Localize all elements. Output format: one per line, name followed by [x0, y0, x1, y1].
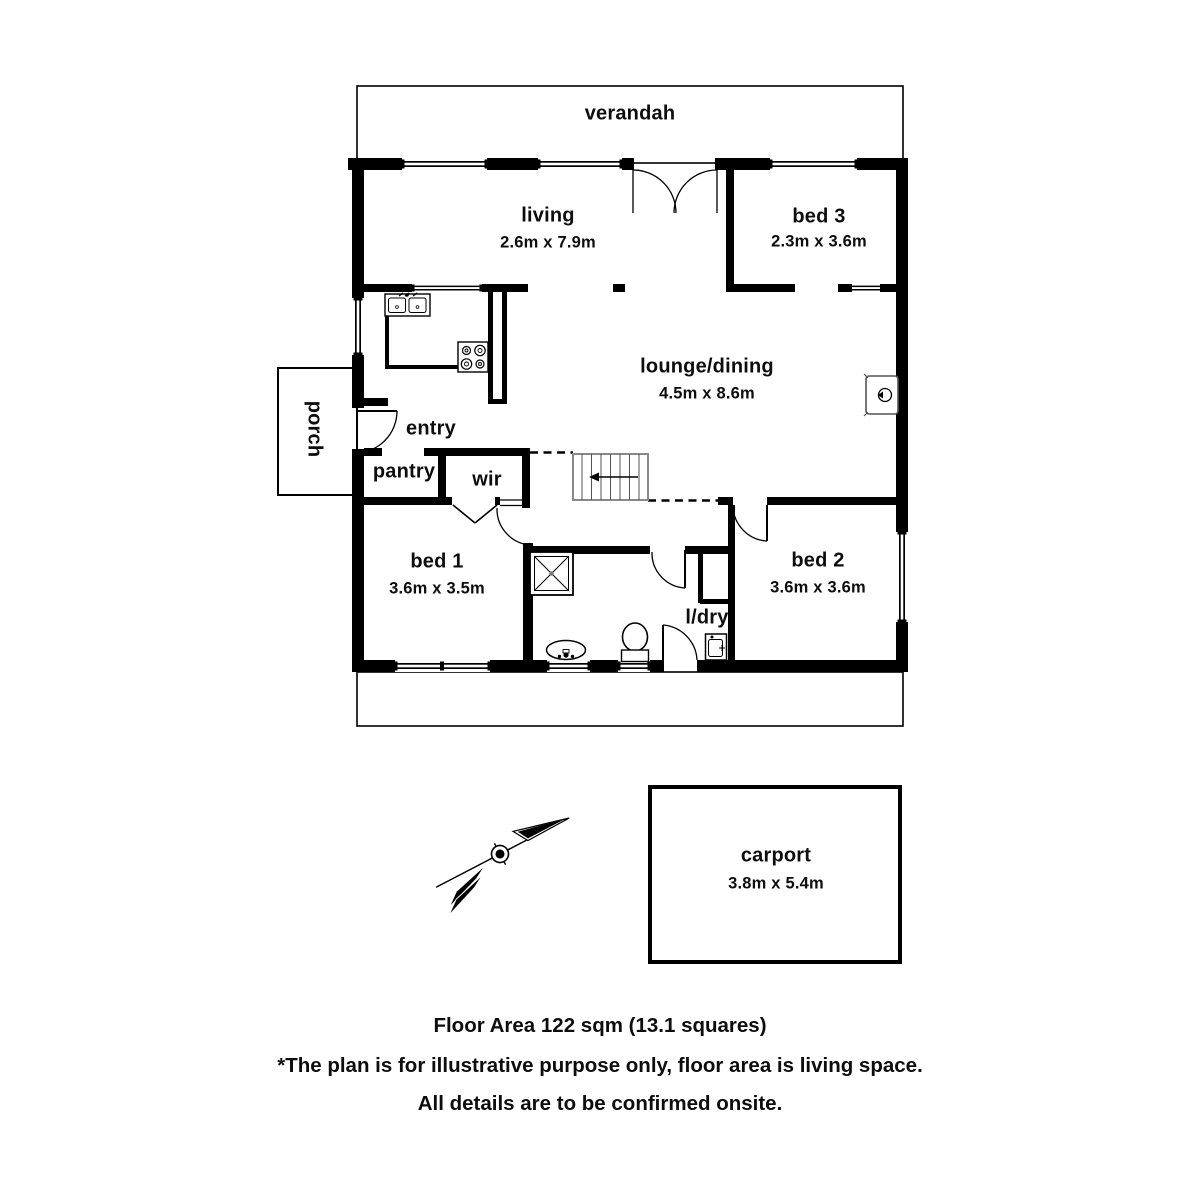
- porch-outline: [277, 367, 358, 496]
- window: [538, 158, 622, 170]
- window: [770, 158, 857, 170]
- shower-icon: [529, 551, 574, 596]
- room-label-bed2: bed 2: [791, 549, 845, 572]
- window: [896, 532, 908, 622]
- wood-heater-icon: [863, 373, 899, 417]
- floor-area-text: Floor Area 122 sqm (13.1 squares): [433, 1014, 767, 1037]
- room-dims-lounge-dining: 4.5m x 8.6m: [659, 384, 755, 403]
- room-label-porch: porch: [303, 400, 326, 458]
- room-label-wir: wir: [472, 468, 502, 491]
- rear-deck-outline: [356, 671, 904, 727]
- window: [352, 298, 364, 355]
- room-label-pantry: pantry: [372, 460, 436, 483]
- walls: [348, 158, 908, 672]
- doors: [354, 169, 768, 662]
- window: [852, 284, 880, 292]
- fixtures: [384, 292, 899, 663]
- room-label-bed1: bed 1: [410, 550, 464, 573]
- disclaimer-text-2: All details are to be confirmed onsite.: [417, 1092, 783, 1115]
- room-label-bed3: bed 3: [792, 205, 846, 228]
- windows: [352, 158, 908, 672]
- servery-window: [412, 284, 482, 292]
- wir-doors: [452, 504, 498, 524]
- staircase: [572, 453, 649, 501]
- bed2-door: [732, 504, 768, 542]
- room-dims-carport: 3.8m x 5.4m: [728, 874, 824, 893]
- bed1-door: [496, 499, 532, 546]
- disclaimer-text-1: *The plan is for illustrative purpose on…: [277, 1054, 923, 1077]
- room-label-carport: carport: [740, 844, 812, 867]
- cooktop-icon: [457, 341, 489, 373]
- laundry-door: [662, 624, 698, 662]
- vanity-basin-icon: [545, 639, 587, 661]
- window: [402, 158, 487, 170]
- room-dims-bed1: 3.6m x 3.5m: [389, 579, 485, 598]
- room-label-verandah: verandah: [584, 102, 676, 125]
- room-dims-bed3: 2.3m x 3.6m: [771, 232, 867, 251]
- room-label-lounge-dining: lounge/dining: [640, 355, 774, 378]
- room-label-living: living: [521, 204, 575, 227]
- window: [547, 660, 590, 672]
- window: [395, 660, 490, 672]
- stair-direction-arrow: [589, 472, 638, 482]
- kitchen-counter: [385, 316, 458, 369]
- toilet-icon: [620, 622, 650, 663]
- carport-outline: [648, 785, 902, 964]
- kitchen-sink-icon: [384, 292, 431, 317]
- room-label-entry: entry: [406, 417, 456, 440]
- dashed-lines: [530, 451, 727, 502]
- laundry-trough-icon: [704, 633, 728, 661]
- entry-door: [354, 410, 398, 454]
- room-dims-bed2: 3.6m x 3.6m: [770, 578, 866, 597]
- room-dims-living: 2.6m x 7.9m: [500, 233, 596, 252]
- window: [618, 660, 650, 672]
- bathroom-door: [651, 550, 686, 589]
- north-arrow-icon: [435, 817, 570, 917]
- room-label-laundry: l/dry: [685, 606, 729, 629]
- french-doors: [632, 169, 718, 214]
